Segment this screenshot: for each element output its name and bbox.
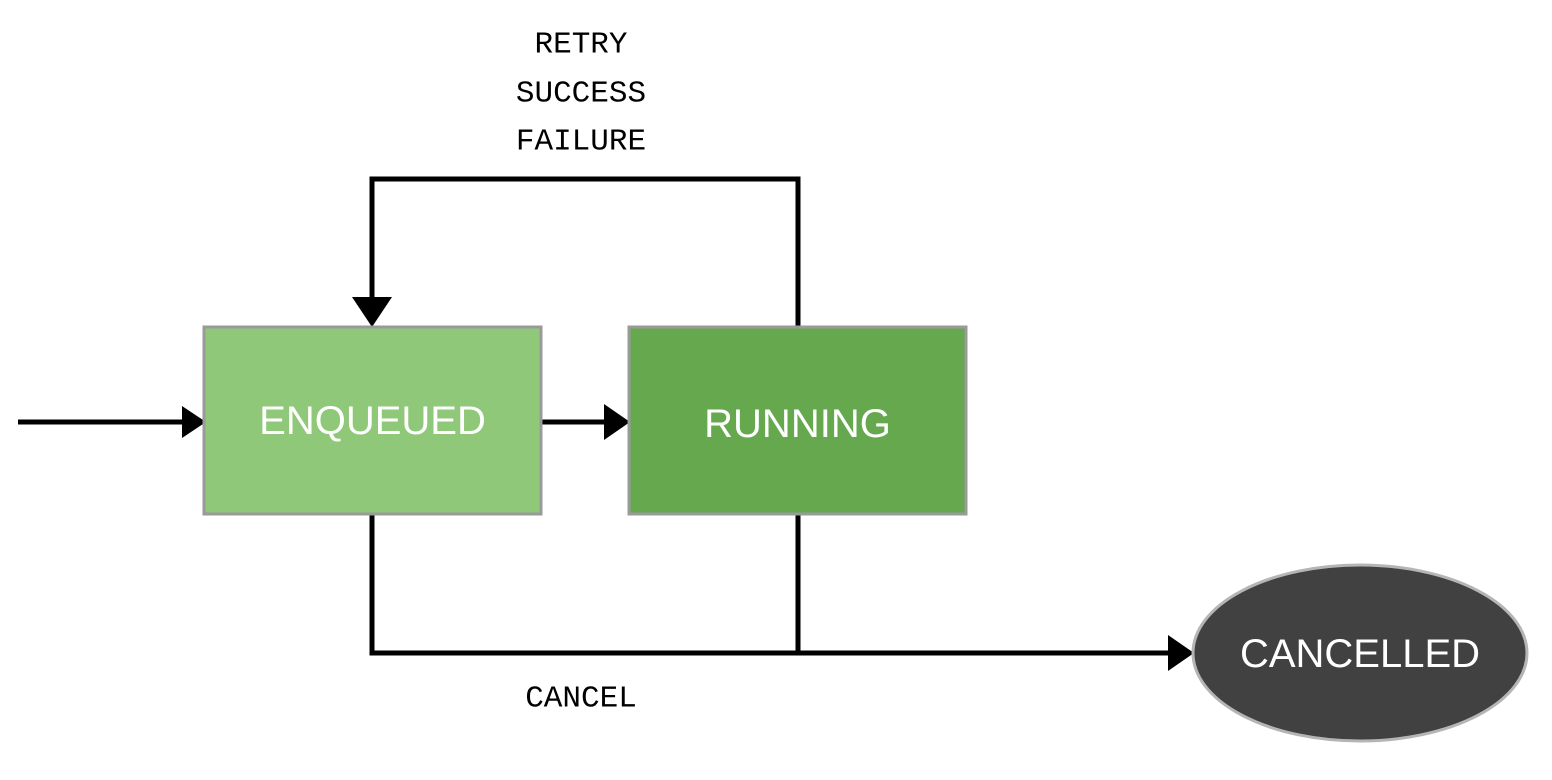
edge-label-retry: RETRY xyxy=(534,28,627,63)
edge-running-to-enqueued xyxy=(352,176,801,327)
state-node-cancelled-label: CANCELLED xyxy=(1240,632,1480,676)
edge-cancelled-arrowhead xyxy=(1168,635,1194,671)
edge-label-failure: FAILURE xyxy=(516,125,646,160)
edge-enqueued-to-running xyxy=(541,404,630,440)
edge-enqueued-cancel-path xyxy=(369,514,1172,656)
edge-running-enqueued-arrowhead xyxy=(352,297,392,327)
state-node-running-label: RUNNING xyxy=(704,402,891,446)
state-node-enqueued-label: ENQUEUED xyxy=(259,399,486,443)
state-node-running-shape[interactable] xyxy=(627,325,968,516)
edge-enqueued-running-arrowhead xyxy=(604,404,630,440)
edge-label-success: SUCCESS xyxy=(516,77,646,112)
state-node-cancelled[interactable]: CANCELLED xyxy=(1191,563,1529,743)
edge-to-cancelled xyxy=(369,514,1194,671)
edge-label-group-retry-success-failure: RETRY SUCCESS FAILURE xyxy=(516,28,646,160)
edge-entry-arrowhead xyxy=(182,406,206,438)
edge-label-cancel: CANCEL xyxy=(525,682,637,717)
state-node-cancelled-shape[interactable] xyxy=(1191,563,1529,743)
state-node-enqueued-shape[interactable] xyxy=(202,325,543,516)
edge-running-enqueued-path xyxy=(369,176,801,327)
state-node-enqueued[interactable]: ENQUEUED xyxy=(202,325,543,516)
state-node-running[interactable]: RUNNING xyxy=(627,325,968,516)
edge-entry-to-enqueued xyxy=(18,406,206,438)
